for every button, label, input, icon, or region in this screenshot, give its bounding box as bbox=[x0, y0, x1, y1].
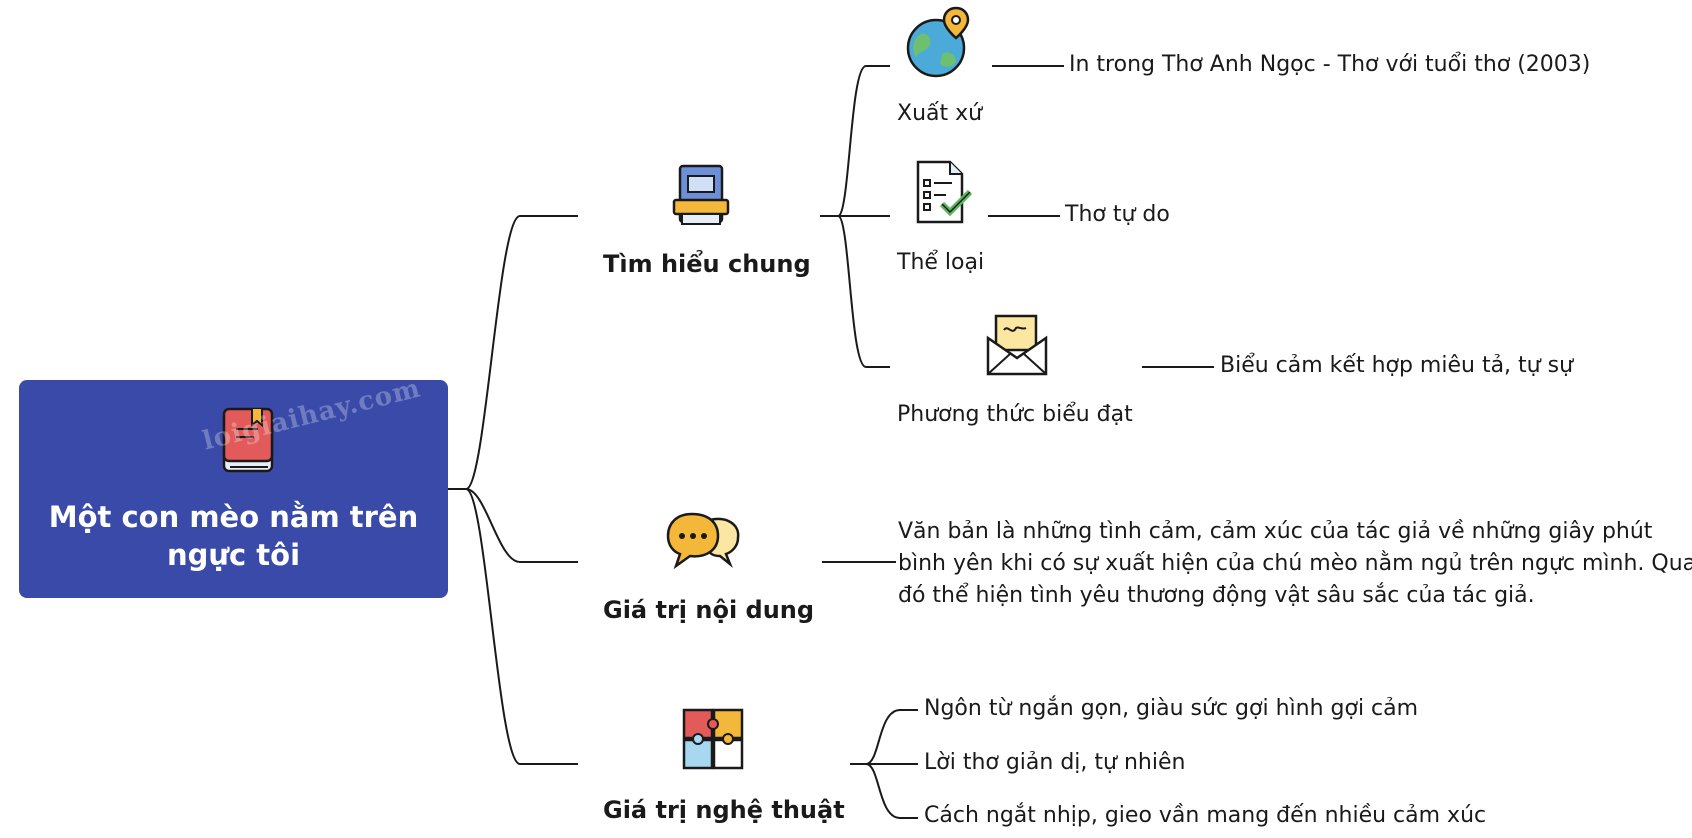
the-loai-label: Thể loại bbox=[897, 250, 985, 275]
blue-book-icon bbox=[672, 164, 730, 225]
checklist-document-icon bbox=[916, 160, 973, 224]
noi-dung-line-3: đó thể hiện tình yêu thương động vật sâu… bbox=[898, 583, 1535, 608]
gia-tri-nghe-thuat-label: Giá trị nghệ thuật bbox=[603, 796, 845, 824]
nghe-thuat-item-3: Cách ngắt nhịp, gieo vần mang đến nhiều … bbox=[924, 803, 1487, 828]
noi-dung-line-1: Văn bản là những tình cảm, cảm xúc của t… bbox=[898, 519, 1653, 544]
noi-dung-paragraph: Văn bản là những tình cảm, cảm xúc của t… bbox=[898, 516, 1692, 612]
xuat-xu-label: Xuất xứ bbox=[897, 101, 983, 126]
puzzle-icon bbox=[682, 708, 744, 770]
globe-pin-icon bbox=[906, 6, 970, 78]
speech-bubbles-icon bbox=[666, 512, 740, 570]
book-icon bbox=[222, 407, 274, 473]
root-node: Một con mèo nằm trên ngực tôi bbox=[19, 380, 448, 598]
connector-root-noi-dung bbox=[448, 488, 578, 563]
phuong-thuc-label: Phương thức biểu đạt bbox=[897, 402, 1133, 427]
connector-nghe-thuat-3 bbox=[865, 763, 918, 819]
connector-root-nghe-thuat bbox=[448, 488, 578, 765]
connector-phuong-thuc bbox=[837, 215, 890, 368]
root-title: Một con mèo nằm trên ngực tôi bbox=[19, 498, 448, 574]
xuat-xu-value: In trong Thơ Anh Ngọc - Thơ với tuổi thơ… bbox=[1069, 52, 1591, 77]
phuong-thuc-value: Biểu cảm kết hợp miêu tả, tự sự bbox=[1220, 353, 1574, 378]
nghe-thuat-item-1: Ngôn từ ngắn gọn, giàu sức gợi hình gợi … bbox=[924, 696, 1419, 721]
connector-nghe-thuat-1 bbox=[865, 709, 918, 765]
nghe-thuat-item-2: Lời thơ giản dị, tự nhiên bbox=[924, 750, 1186, 775]
the-loai-value: Thơ tự do bbox=[1065, 202, 1170, 227]
noi-dung-line-2: bình yên khi có sự xuất hiện của chú mèo… bbox=[898, 551, 1692, 576]
connector-xuat-xu bbox=[837, 65, 890, 217]
tim-hieu-chung-label: Tìm hiểu chung bbox=[603, 250, 811, 278]
root-title-line-2: ngực tôi bbox=[166, 538, 301, 572]
gia-tri-noi-dung-label: Giá trị nội dung bbox=[603, 596, 815, 624]
root-title-line-1: Một con mèo nằm trên bbox=[48, 500, 419, 534]
connector-root-tim-hieu bbox=[448, 215, 578, 490]
envelope-letter-icon bbox=[986, 314, 1048, 376]
